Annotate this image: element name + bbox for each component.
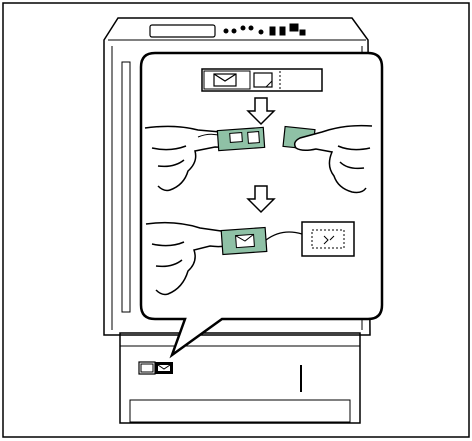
paper-icon	[253, 72, 273, 88]
paper-size-icon	[140, 363, 154, 373]
paper-cassette	[119, 332, 361, 424]
down-arrow-icon	[246, 185, 276, 214]
step-3-insert-envelope-label	[145, 221, 355, 296]
step-2-tear-label	[144, 124, 373, 194]
control-panel	[149, 23, 306, 38]
control-buttons-icon	[269, 23, 306, 36]
left-hand-icon	[144, 125, 240, 192]
right-hand-icon	[293, 124, 373, 194]
left-hand-icon	[145, 221, 235, 296]
down-arrow-icon	[246, 97, 276, 126]
step-1-label-strip	[201, 68, 323, 92]
display-window-icon	[149, 24, 216, 38]
indicator-dots-icon	[223, 25, 264, 35]
leader-line	[265, 231, 303, 241]
cassette-size-label	[138, 361, 173, 375]
